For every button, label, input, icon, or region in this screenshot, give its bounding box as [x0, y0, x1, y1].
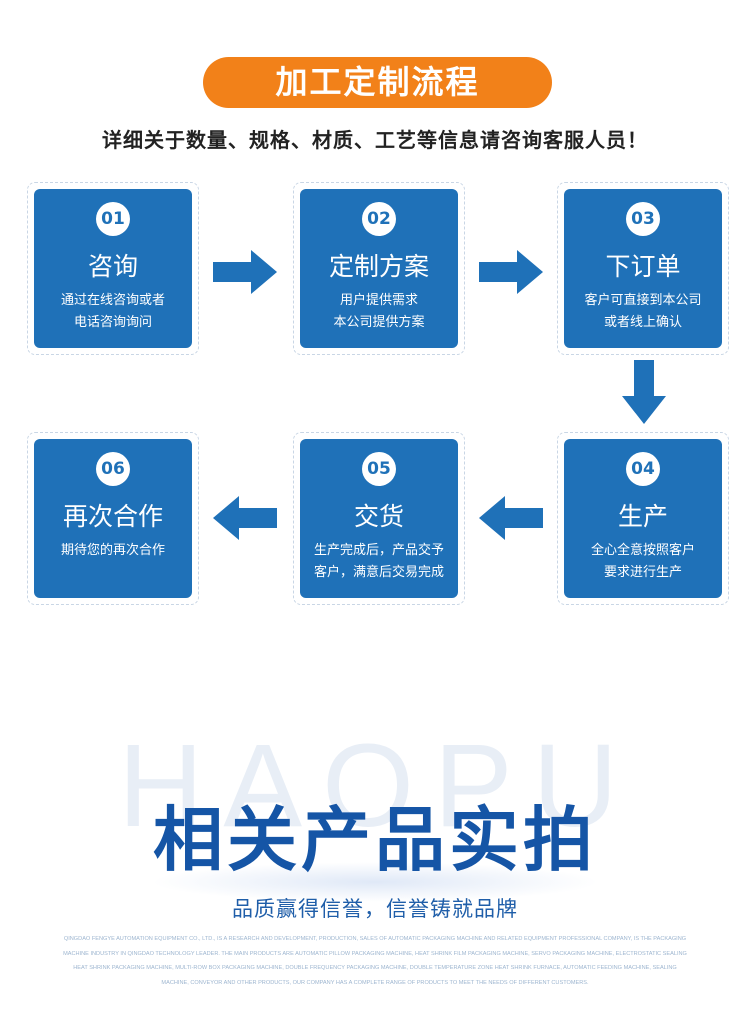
company-description: QINGDAO FENGYE AUTOMATION EQUIPMENT CO.,… — [63, 936, 687, 986]
step-description: 生产完成后，产品交予 客户，满意后交易完成 — [300, 540, 458, 584]
step-description: 客户可直接到本公司 或者线上确认 — [564, 290, 722, 334]
step-desc-line1: 通过在线咨询或者 — [60, 293, 165, 308]
step-description: 全心全意按照客户 要求进行生产 — [564, 540, 722, 584]
process-title: 加工定制流程 — [275, 63, 480, 101]
step-desc-line2: 本公司提供方案 — [333, 315, 425, 330]
arrow-right-icon — [479, 250, 543, 294]
step-desc-line1: 客户可直接到本公司 — [584, 293, 702, 308]
step-card-4: 04 生产 全心全意按照客户 要求进行生产 — [557, 432, 729, 605]
arrow-left-icon — [213, 496, 277, 540]
step-title: 定制方案 — [328, 252, 429, 281]
step-card-2: 02 定制方案 用户提供需求 本公司提供方案 — [293, 182, 465, 355]
step-title: 生产 — [617, 502, 668, 531]
step-desc-line2: 客户，满意后交易完成 — [313, 565, 444, 580]
step-number: 06 — [96, 452, 130, 486]
step-number: 01 — [96, 202, 130, 236]
step-desc-line1: 生产完成后，产品交予 — [313, 543, 444, 558]
step-description: 通过在线咨询或者 电话咨询询问 — [34, 290, 192, 334]
slogan: 品质赢得信誉，信誉铸就品牌 — [232, 897, 518, 921]
step-number: 05 — [362, 452, 396, 486]
step-title: 再次合作 — [62, 502, 163, 531]
step-number: 04 — [626, 452, 660, 486]
step-card-1: 01 咨询 通过在线咨询或者 电话咨询询问 — [27, 182, 199, 355]
step-description: 用户提供需求 本公司提供方案 — [300, 290, 458, 334]
step-description: 期待您的再次合作 — [34, 540, 192, 562]
process-subtitle: 详细关于数量、规格、材质、工艺等信息请咨询客服人员！ — [102, 128, 648, 152]
brand-watermark: HAOPU — [118, 720, 638, 852]
step-desc-line1: 期待您的再次合作 — [60, 543, 165, 558]
step-card-6: 06 再次合作 期待您的再次合作 — [27, 432, 199, 605]
arrow-down-icon — [622, 360, 666, 424]
step-number: 02 — [362, 202, 396, 236]
step-title: 下订单 — [605, 252, 681, 281]
title-glow — [150, 862, 600, 902]
step-desc-line2: 要求进行生产 — [603, 565, 682, 580]
step-desc-line1: 用户提供需求 — [339, 293, 418, 308]
step-title: 咨询 — [87, 252, 138, 281]
process-title-badge: 加工定制流程 — [203, 57, 552, 108]
step-desc-line2: 或者线上确认 — [603, 315, 682, 330]
arrow-left-icon — [479, 496, 543, 540]
step-desc-line2: 电话咨询询问 — [73, 315, 152, 330]
step-title: 交货 — [353, 502, 404, 531]
step-desc-line1: 全心全意按照客户 — [590, 543, 695, 558]
step-card-5: 05 交货 生产完成后，产品交予 客户，满意后交易完成 — [293, 432, 465, 605]
arrow-right-icon — [213, 250, 277, 294]
section-title: 相关产品实拍 — [153, 799, 597, 881]
step-card-3: 03 下订单 客户可直接到本公司 或者线上确认 — [557, 182, 729, 355]
step-number: 03 — [626, 202, 660, 236]
